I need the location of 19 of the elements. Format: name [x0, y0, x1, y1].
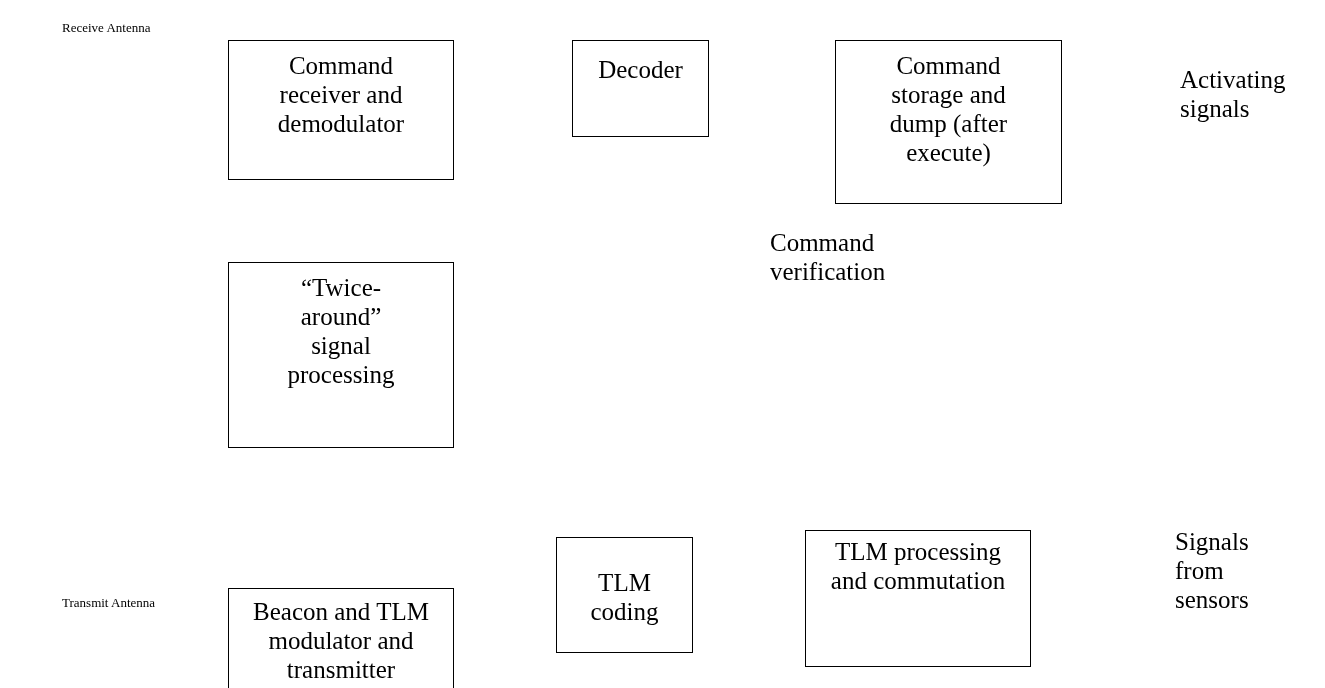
signal-label: Signals from sensors	[1175, 527, 1250, 614]
box-label: Decoder	[598, 55, 683, 84]
box-label: Command storage and dump (after execute)	[888, 51, 1009, 167]
process-box	[228, 588, 454, 688]
process-box	[556, 537, 693, 653]
signal-label: Activating signals	[1180, 65, 1287, 123]
box-label: TLM coding	[589, 568, 660, 626]
box-label: Beacon and TLM modulator and transmitter	[252, 597, 430, 684]
process-box	[835, 40, 1062, 204]
box-label: Command receiver and demodulator	[276, 51, 406, 138]
process-box	[228, 40, 454, 180]
signal-label: Transmit Antenna	[62, 595, 157, 611]
signal-label: Command verification	[770, 228, 887, 286]
process-box	[228, 262, 454, 448]
box-label: TLM processing and commutation	[829, 537, 1007, 595]
process-box	[805, 530, 1031, 667]
box-label: “Twice-around” signal processing	[286, 273, 396, 389]
signal-label: Receive Antenna	[62, 20, 152, 36]
process-box	[572, 40, 709, 137]
